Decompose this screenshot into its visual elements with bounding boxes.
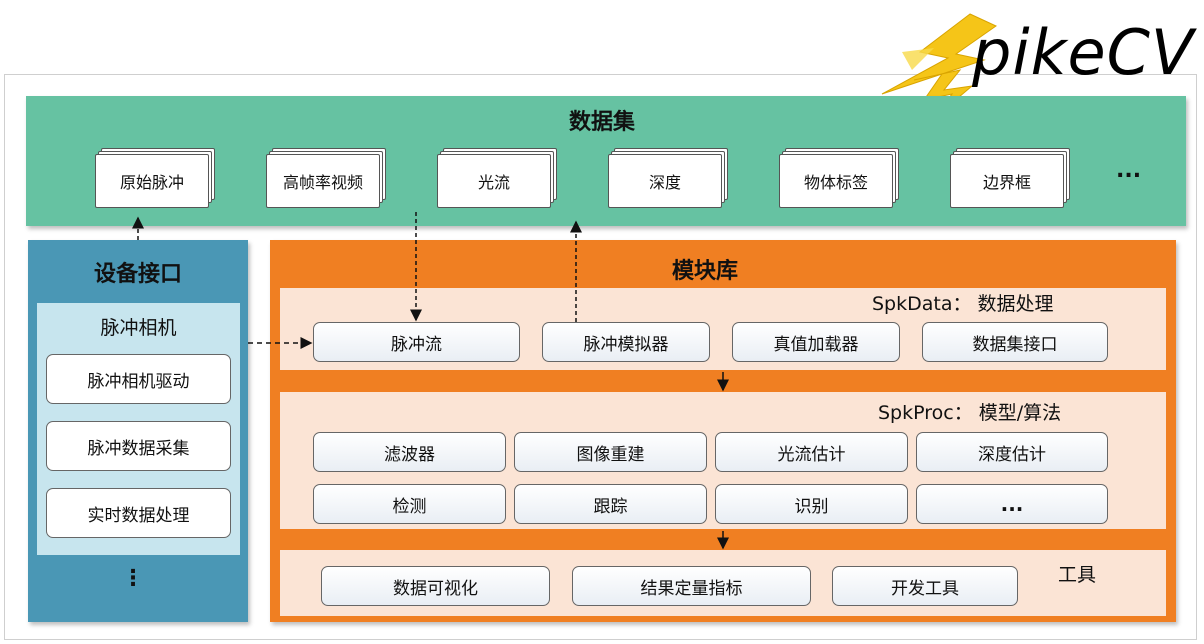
quantitative-metrics-button[interactable]: 结果定量指标 (572, 566, 811, 606)
realtime-processing-button[interactable]: 实时数据处理 (46, 488, 231, 538)
dataset-interface-button[interactable]: 数据集接口 (922, 322, 1108, 362)
spkproc-label: SpkProc： 模型/算法 (878, 402, 1062, 424)
data-visualization-button[interactable]: 数据可视化 (321, 566, 550, 606)
dataset-item-bounding-box[interactable]: 边界框 (950, 148, 1070, 208)
dataset-item-label: 高帧率视频 (266, 154, 380, 208)
dataset-item-label: 光流 (437, 154, 551, 208)
tools-label: 工具 (1058, 564, 1097, 586)
module-library-title: 模块库 (671, 259, 738, 284)
device-more: ⋮ (122, 566, 144, 591)
more-algorithms-button[interactable]: ... (916, 484, 1108, 524)
optical-flow-estimation-button[interactable]: 光流估计 (715, 432, 908, 472)
data-acquisition-button[interactable]: 脉冲数据采集 (46, 421, 231, 471)
spikecv-logo: pikeCV (872, 8, 1197, 128)
filter-button[interactable]: 滤波器 (313, 432, 506, 472)
dev-tools-button[interactable]: 开发工具 (832, 566, 1018, 606)
spkdata-label: SpkData： 数据处理 (872, 293, 1054, 315)
camera-driver-button[interactable]: 脉冲相机驱动 (46, 354, 231, 404)
detection-button[interactable]: 检测 (313, 484, 506, 524)
dataset-item-label: 物体标签 (779, 154, 893, 208)
dataset-item-label: 原始脉冲 (95, 154, 209, 208)
recognition-button[interactable]: 识别 (715, 484, 908, 524)
dataset-item-depth[interactable]: 深度 (608, 148, 728, 208)
device-interface-title: 设备接口 (93, 262, 182, 287)
spike-stream-button[interactable]: 脉冲流 (313, 322, 520, 362)
logo-text: pikeCV (972, 16, 1195, 89)
dataset-item-object-labels[interactable]: 物体标签 (779, 148, 899, 208)
image-reconstruction-button[interactable]: 图像重建 (514, 432, 707, 472)
tracking-button[interactable]: 跟踪 (514, 484, 707, 524)
dataset-more: ... (1116, 158, 1142, 183)
ground-truth-loader-button[interactable]: 真值加载器 (732, 322, 900, 362)
dataset-item-high-fps-video[interactable]: 高帧率视频 (266, 148, 386, 208)
dataset-item-label: 深度 (608, 154, 722, 208)
spike-simulator-button[interactable]: 脉冲模拟器 (542, 322, 710, 362)
dataset-item-label: 边界框 (950, 154, 1064, 208)
dataset-item-raw-spikes[interactable]: 原始脉冲 (95, 148, 215, 208)
depth-estimation-button[interactable]: 深度估计 (916, 432, 1108, 472)
spike-camera-title: 脉冲相机 (100, 317, 177, 339)
dataset-item-optical-flow[interactable]: 光流 (437, 148, 557, 208)
dataset-title: 数据集 (568, 110, 635, 135)
lightning-bolt-icon (881, 13, 997, 121)
